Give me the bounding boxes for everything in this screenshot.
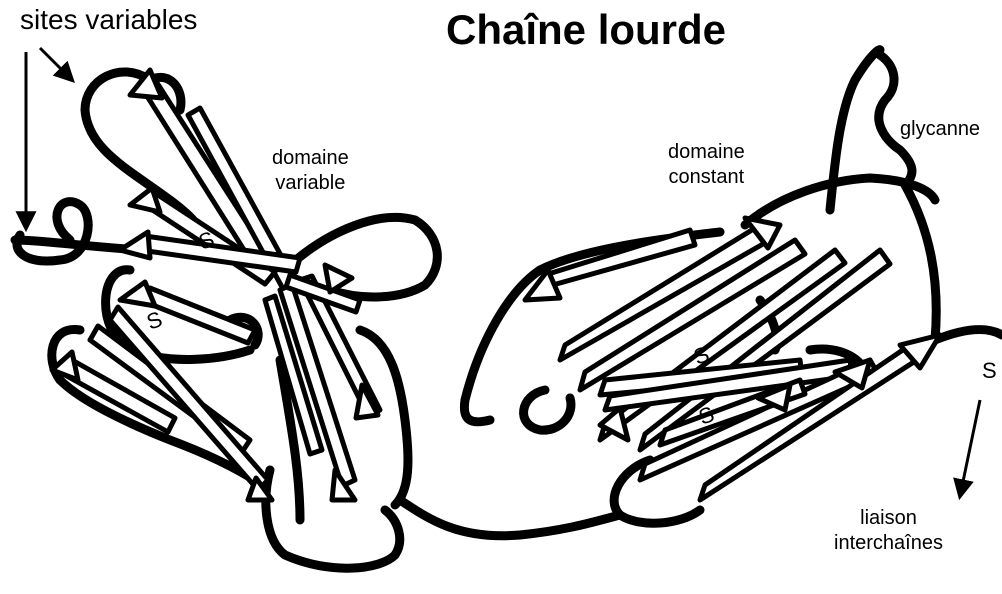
label-domaine-constant-line2: constant <box>668 165 745 190</box>
sites-arrow-diagonal <box>40 48 72 80</box>
label-liaison-interchaines: liaison interchaînes <box>834 506 943 556</box>
variable-left-small-loop <box>17 202 88 261</box>
constant-right-end <box>935 330 1002 340</box>
label-domaine-variable-line2: variable <box>272 171 349 196</box>
arrowhead-v2 <box>130 188 160 212</box>
disulfide-s-interchain: S <box>982 358 997 383</box>
label-glycanne: glycanne <box>900 118 980 141</box>
label-domaine-variable: domaine variable <box>272 146 349 196</box>
diagram-title: Chaîne lourde <box>446 6 726 54</box>
constant-right-column <box>905 185 936 340</box>
constant-left-small-loop <box>524 390 571 430</box>
label-domaine-constant-line1: domaine <box>668 140 745 165</box>
arrowhead-v3 <box>120 232 150 258</box>
interchain-arrow <box>960 400 980 496</box>
label-liaison-line1: liaison <box>834 506 943 531</box>
label-liaison-line2: interchaînes <box>834 531 943 556</box>
arrowhead-v4 <box>325 265 352 292</box>
hinge-linker <box>400 500 620 536</box>
label-domaine-variable-line1: domaine <box>272 146 349 171</box>
label-domaine-constant: domaine constant <box>668 140 745 190</box>
label-sites-variables: sites variables <box>20 4 197 36</box>
